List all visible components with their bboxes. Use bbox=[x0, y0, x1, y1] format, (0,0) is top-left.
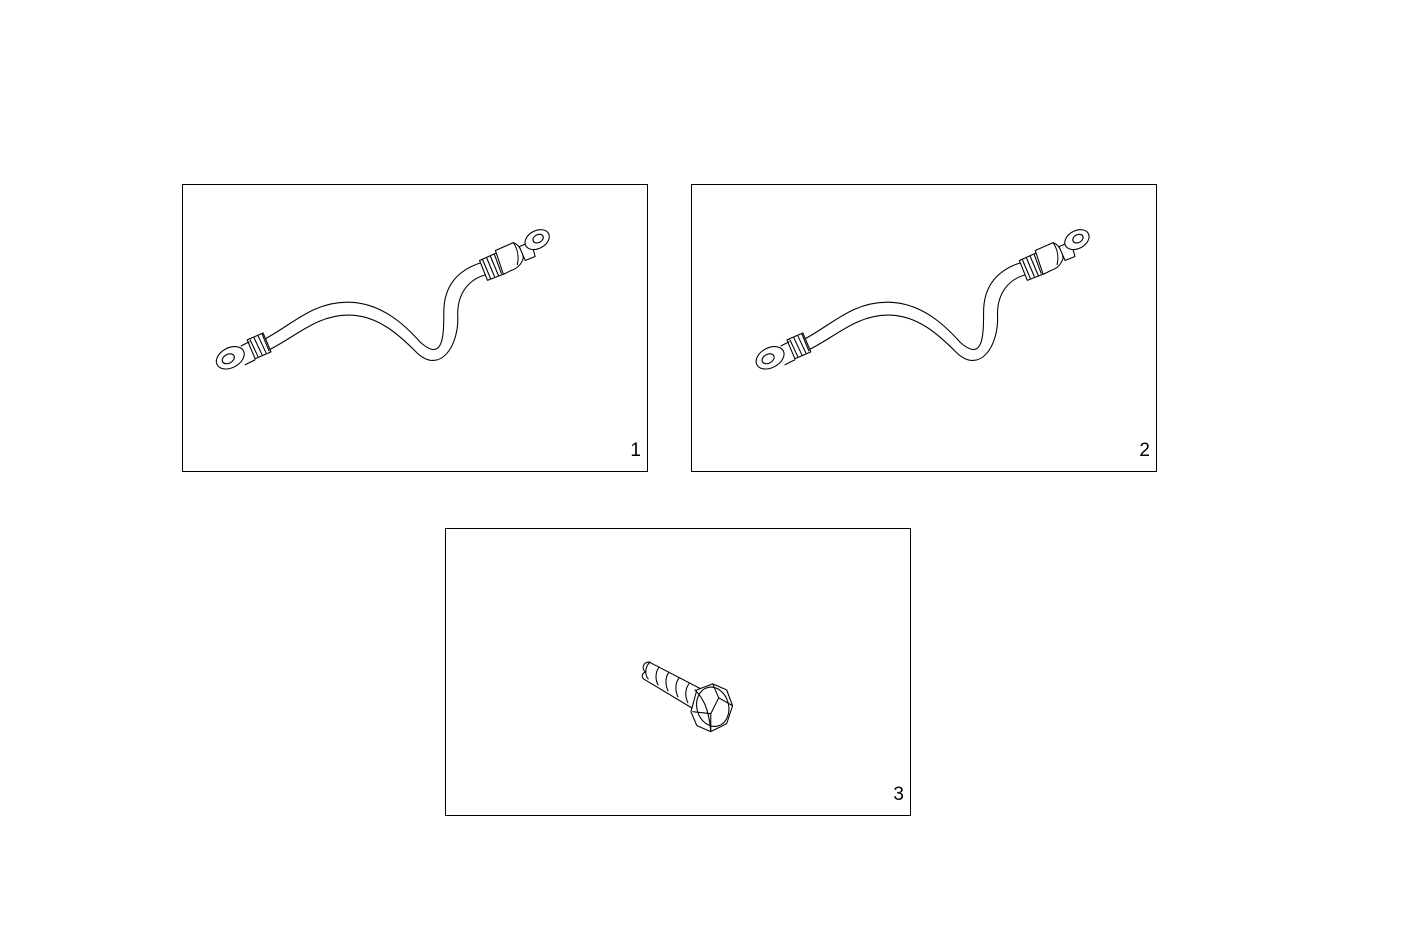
part-panel-1[interactable]: 1 bbox=[182, 184, 648, 472]
bolt-drawing bbox=[641, 661, 734, 733]
panel-number: 2 bbox=[1139, 440, 1150, 461]
panel-number: 3 bbox=[893, 784, 904, 805]
part-panel-2[interactable]: 2 bbox=[691, 184, 1157, 472]
battery-cable-icon bbox=[755, 229, 1090, 370]
hex-bolt-icon bbox=[641, 661, 734, 733]
cable-drawing bbox=[755, 229, 1090, 370]
battery-cable-icon bbox=[215, 229, 550, 370]
cable-drawing bbox=[215, 229, 550, 370]
panel-number: 1 bbox=[630, 440, 641, 461]
part-panel-3[interactable]: 3 bbox=[445, 528, 911, 816]
